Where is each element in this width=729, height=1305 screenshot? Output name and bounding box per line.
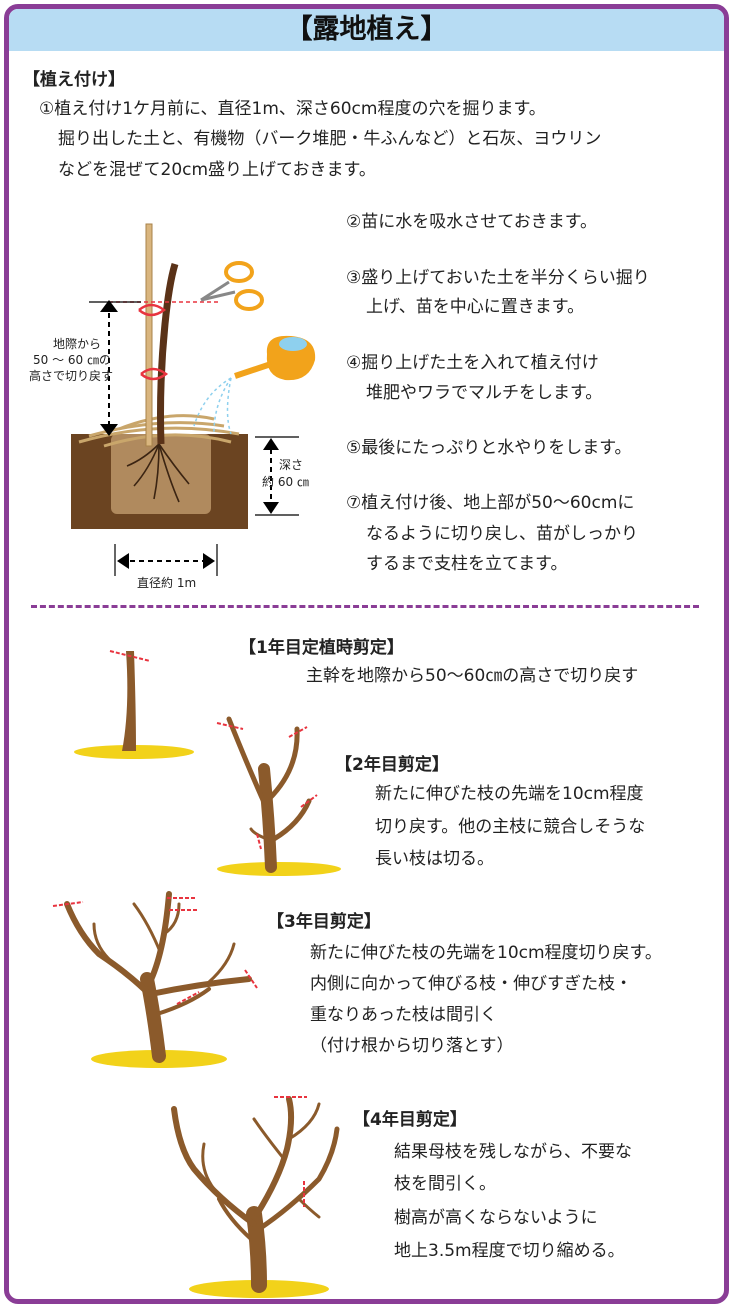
- step5-line1: ⑤最後にたっぷりと水やりをします。: [346, 438, 632, 458]
- planting-diagram: [71, 223, 316, 576]
- support-stake: [145, 223, 153, 447]
- year1-tree-illustration: [74, 650, 194, 759]
- year4-line1: 結果母枝を残しながら、不要な: [394, 1142, 632, 1162]
- year3-heading: 【3年目剪定】: [267, 912, 381, 932]
- year2-line3: 長い枝は切る。: [375, 849, 494, 869]
- depth-label-2: 約 60 ㎝: [262, 475, 309, 489]
- cut-marks: [216, 722, 318, 850]
- watering-can-icon: [234, 335, 316, 381]
- year3-line3: 重なりあった枝は間引く: [310, 1005, 497, 1025]
- cut-height-label-1: 地際から: [53, 337, 102, 351]
- ground-mound: [217, 862, 341, 876]
- depth-label-1: 深さ: [279, 458, 304, 472]
- cut-marks: [274, 1096, 307, 1207]
- year3-line2: 内側に向かって伸びる枝・伸びすぎた枝・: [310, 974, 633, 994]
- branches: [171, 1096, 340, 1293]
- diameter-label: 直径約 1m: [137, 576, 197, 590]
- step4-line1: ④掘り上げた土を入れて植え付け: [346, 353, 599, 373]
- year1-line1: 主幹を地際から50～60㎝の高さで切り戻す: [306, 666, 639, 686]
- year3-line1: 新たに伸びた枝の先端を10cm程度切り戻す。: [310, 943, 662, 963]
- planting-heading: 【植え付け】: [23, 70, 125, 90]
- year1-heading: 【1年目定植時剪定】: [239, 638, 404, 658]
- ground-mound: [74, 745, 194, 759]
- year4-line2: 枝を間引く。: [394, 1174, 496, 1194]
- year3-line4: （付け根から切り落とす）: [310, 1036, 514, 1056]
- cut-height-label-3: 高さで切り戻す: [29, 369, 114, 383]
- stake-ties: [138, 303, 169, 381]
- step7-line2: なるように切り戻し、苗がしっかり: [366, 524, 638, 544]
- year3-tree-illustration: [52, 891, 258, 1068]
- step3-line2: 上げ、苗を中心に置きます。: [366, 297, 585, 317]
- step1-line3: などを混ぜて20cm盛り上げておきます。: [58, 160, 376, 180]
- step2-line1: ②苗に水を吸水させておきます。: [346, 212, 598, 232]
- step7-line1: ⑦植え付け後、地上部が50～60cmに: [346, 493, 635, 513]
- branches: [226, 716, 312, 873]
- year4-line3: 樹高が高くならないように: [394, 1208, 598, 1228]
- year4-tree-illustration: [171, 1096, 340, 1298]
- year4-heading: 【4年目剪定】: [353, 1110, 467, 1130]
- year2-line1: 新たに伸びた枝の先端を10cm程度: [375, 784, 644, 804]
- cut-marks: [52, 897, 258, 1005]
- branches: [64, 891, 252, 1063]
- section-divider: [31, 605, 699, 608]
- year2-line2: 切り戻す。他の主枝に競合しそうな: [375, 817, 646, 837]
- year4-line4: 地上3.5m程度で切り縮める。: [394, 1241, 625, 1261]
- year2-tree-illustration: [216, 716, 341, 876]
- trunk: [122, 651, 136, 751]
- seedling-trunk: [157, 262, 179, 445]
- scissors-icon: [200, 261, 264, 311]
- planting-hole: [111, 434, 211, 514]
- step1-line1: ①植え付け1ケ月前に、直径1m、深さ60cm程度の穴を掘ります。: [39, 99, 546, 119]
- cut-mark: [109, 650, 151, 662]
- year2-heading: 【2年目剪定】: [335, 755, 449, 775]
- step1-line2: 掘り出した土と、有機物（バーク堆肥・牛ふんなど）と石灰、ヨウリン: [58, 129, 602, 149]
- diameter-arrows: [117, 553, 215, 569]
- step3-line1: ③盛り上げておいた土を半分くらい掘り: [346, 268, 650, 288]
- roots: [126, 443, 190, 503]
- step4-line2: 堆肥やワラでマルチをします。: [366, 383, 603, 403]
- water-spray: [193, 377, 232, 435]
- step7-line3: するまで支柱を立てます。: [366, 554, 568, 574]
- cut-height-label-2: 50 ～ 60 ㎝の: [33, 353, 111, 367]
- page-frame: 【露地植え】 【植え付け】 ①植え付け1ケ月前に、直径1m、深さ60cm程度の穴…: [4, 4, 729, 1304]
- page-title: 【露地植え】: [9, 9, 724, 51]
